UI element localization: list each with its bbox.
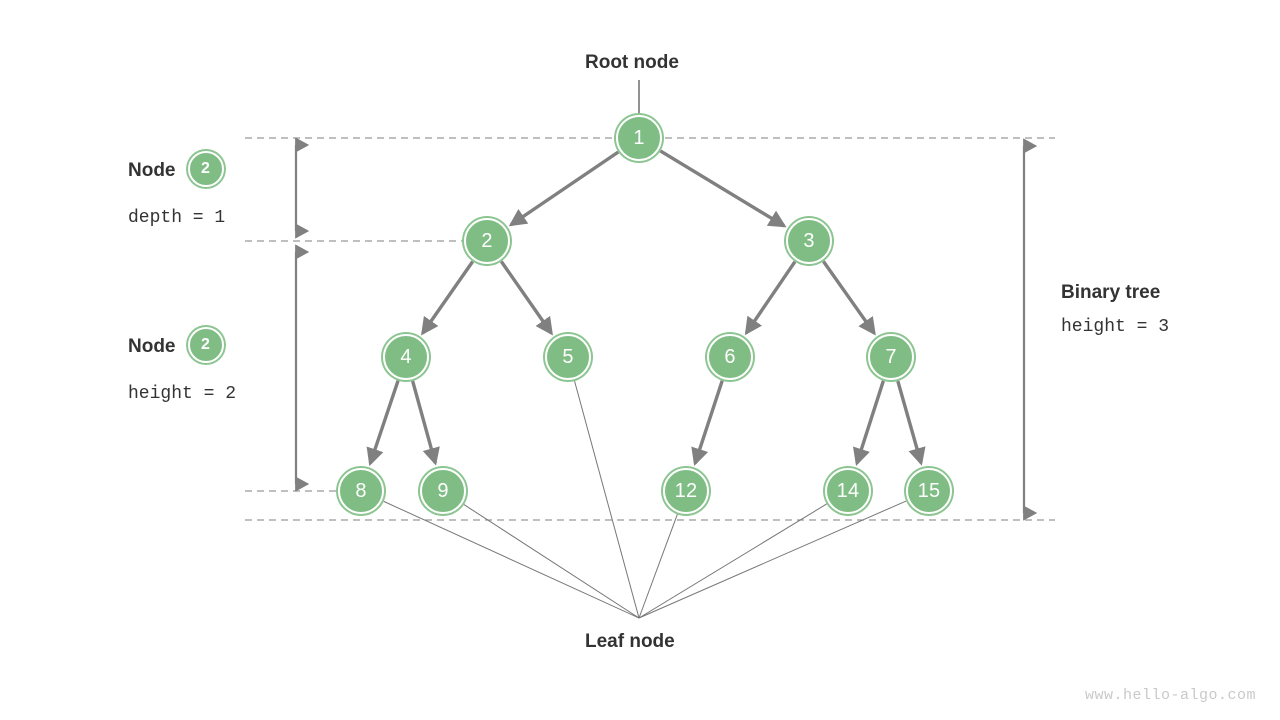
depth-annotation-detail: depth = 1	[128, 208, 226, 228]
tree-node-8[interactable]: 8	[338, 468, 384, 514]
depth-annotation-node-badge: 2	[187, 151, 224, 187]
tree-node-2[interactable]: 2	[464, 218, 510, 264]
edge-3-to-7	[822, 260, 876, 336]
leaf-pointer-line-8	[383, 500, 640, 619]
edge-3-to-6	[744, 260, 797, 336]
leaf-pointer-line-15	[638, 500, 907, 619]
tree-node-9[interactable]: 9	[420, 468, 466, 514]
edge-7-to-14	[853, 380, 885, 466]
tree-node-5[interactable]: 5	[545, 334, 591, 380]
tree-node-3[interactable]: 3	[786, 218, 832, 264]
tree-node-1[interactable]: 1	[616, 115, 662, 161]
leaf-pointer-line-14	[638, 503, 827, 619]
edge-6-to-12	[691, 380, 724, 467]
edge-1-to-2	[508, 150, 620, 227]
tree-node-4[interactable]: 4	[383, 334, 429, 380]
leaf-node-label: Leaf node	[585, 631, 675, 652]
depth-annotation-title: Node 2	[128, 151, 224, 189]
edge-4-to-9	[411, 380, 440, 466]
site-watermark: www.hello-algo.com	[1084, 687, 1256, 704]
height-annotation-node-badge: 2	[187, 327, 224, 363]
level-guide-lines	[245, 137, 1055, 521]
tree-height-annotation-detail: height = 3	[1061, 317, 1170, 337]
root-node-label: Root node	[585, 52, 679, 73]
depth-annotation-title-text: Node	[128, 160, 176, 181]
edge-2-to-5	[499, 260, 553, 336]
tree-node-14[interactable]: 14	[825, 468, 871, 514]
edge-1-to-3	[659, 149, 787, 228]
tree-node-6[interactable]: 6	[707, 334, 753, 380]
tree-node-15[interactable]: 15	[906, 468, 952, 514]
measurement-arrows	[294, 137, 1038, 521]
height-annotation-detail: height = 2	[128, 384, 237, 404]
tree-node-7[interactable]: 7	[868, 334, 914, 380]
edge-7-to-15	[896, 380, 926, 466]
leaf-pointer-line-12	[638, 514, 678, 619]
tree-edges	[366, 149, 926, 467]
height-annotation-title-text: Node	[128, 336, 176, 357]
height-annotation-title: Node 2	[128, 327, 224, 365]
edge-4-to-8	[366, 380, 400, 467]
tree-node-12[interactable]: 12	[663, 468, 709, 514]
leaf-pointer-lines	[383, 380, 907, 619]
leaf-pointer-line-5	[574, 380, 640, 619]
tree-height-annotation-title: Binary tree	[1061, 282, 1161, 303]
edge-2-to-4	[421, 260, 475, 336]
leaf-pointer-line-9	[463, 504, 640, 619]
